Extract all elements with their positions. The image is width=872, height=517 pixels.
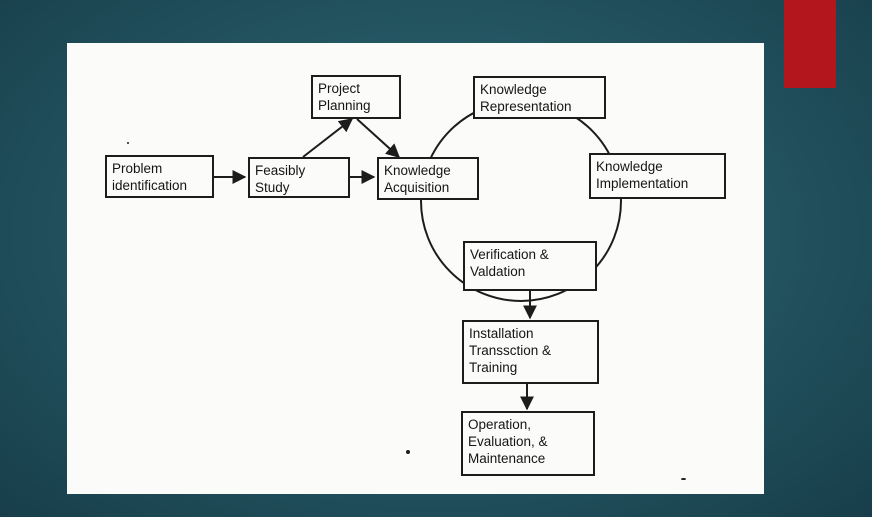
- scan-speck: [406, 450, 410, 454]
- diagram-figure: Problem identification Feasibly Study Pr…: [67, 43, 764, 494]
- node-installation: Installation Transsction & Training: [462, 320, 599, 384]
- node-knowledge-acquisition: Knowledge Acquisition: [377, 157, 479, 200]
- diagram-connectors: [214, 100, 622, 411]
- node-verification-validation: Verification & Valdation: [463, 241, 597, 291]
- node-problem-identification: Problem identification: [105, 155, 214, 198]
- arrow-feasibly-to-planning: [302, 118, 354, 158]
- node-knowledge-representation: Knowledge Representation: [473, 76, 606, 119]
- scan-speck: [681, 478, 686, 480]
- scan-speck: [127, 142, 129, 144]
- node-operation: Operation, Evaluation, & Maintenance: [461, 411, 595, 476]
- node-knowledge-implementation: Knowledge Implementation: [589, 153, 726, 199]
- node-feasibly-study: Feasibly Study: [248, 157, 350, 198]
- red-accent-bar: [784, 0, 836, 88]
- arrow-planning-to-acquisition: [356, 118, 401, 158]
- node-project-planning: Project Planning: [311, 75, 401, 119]
